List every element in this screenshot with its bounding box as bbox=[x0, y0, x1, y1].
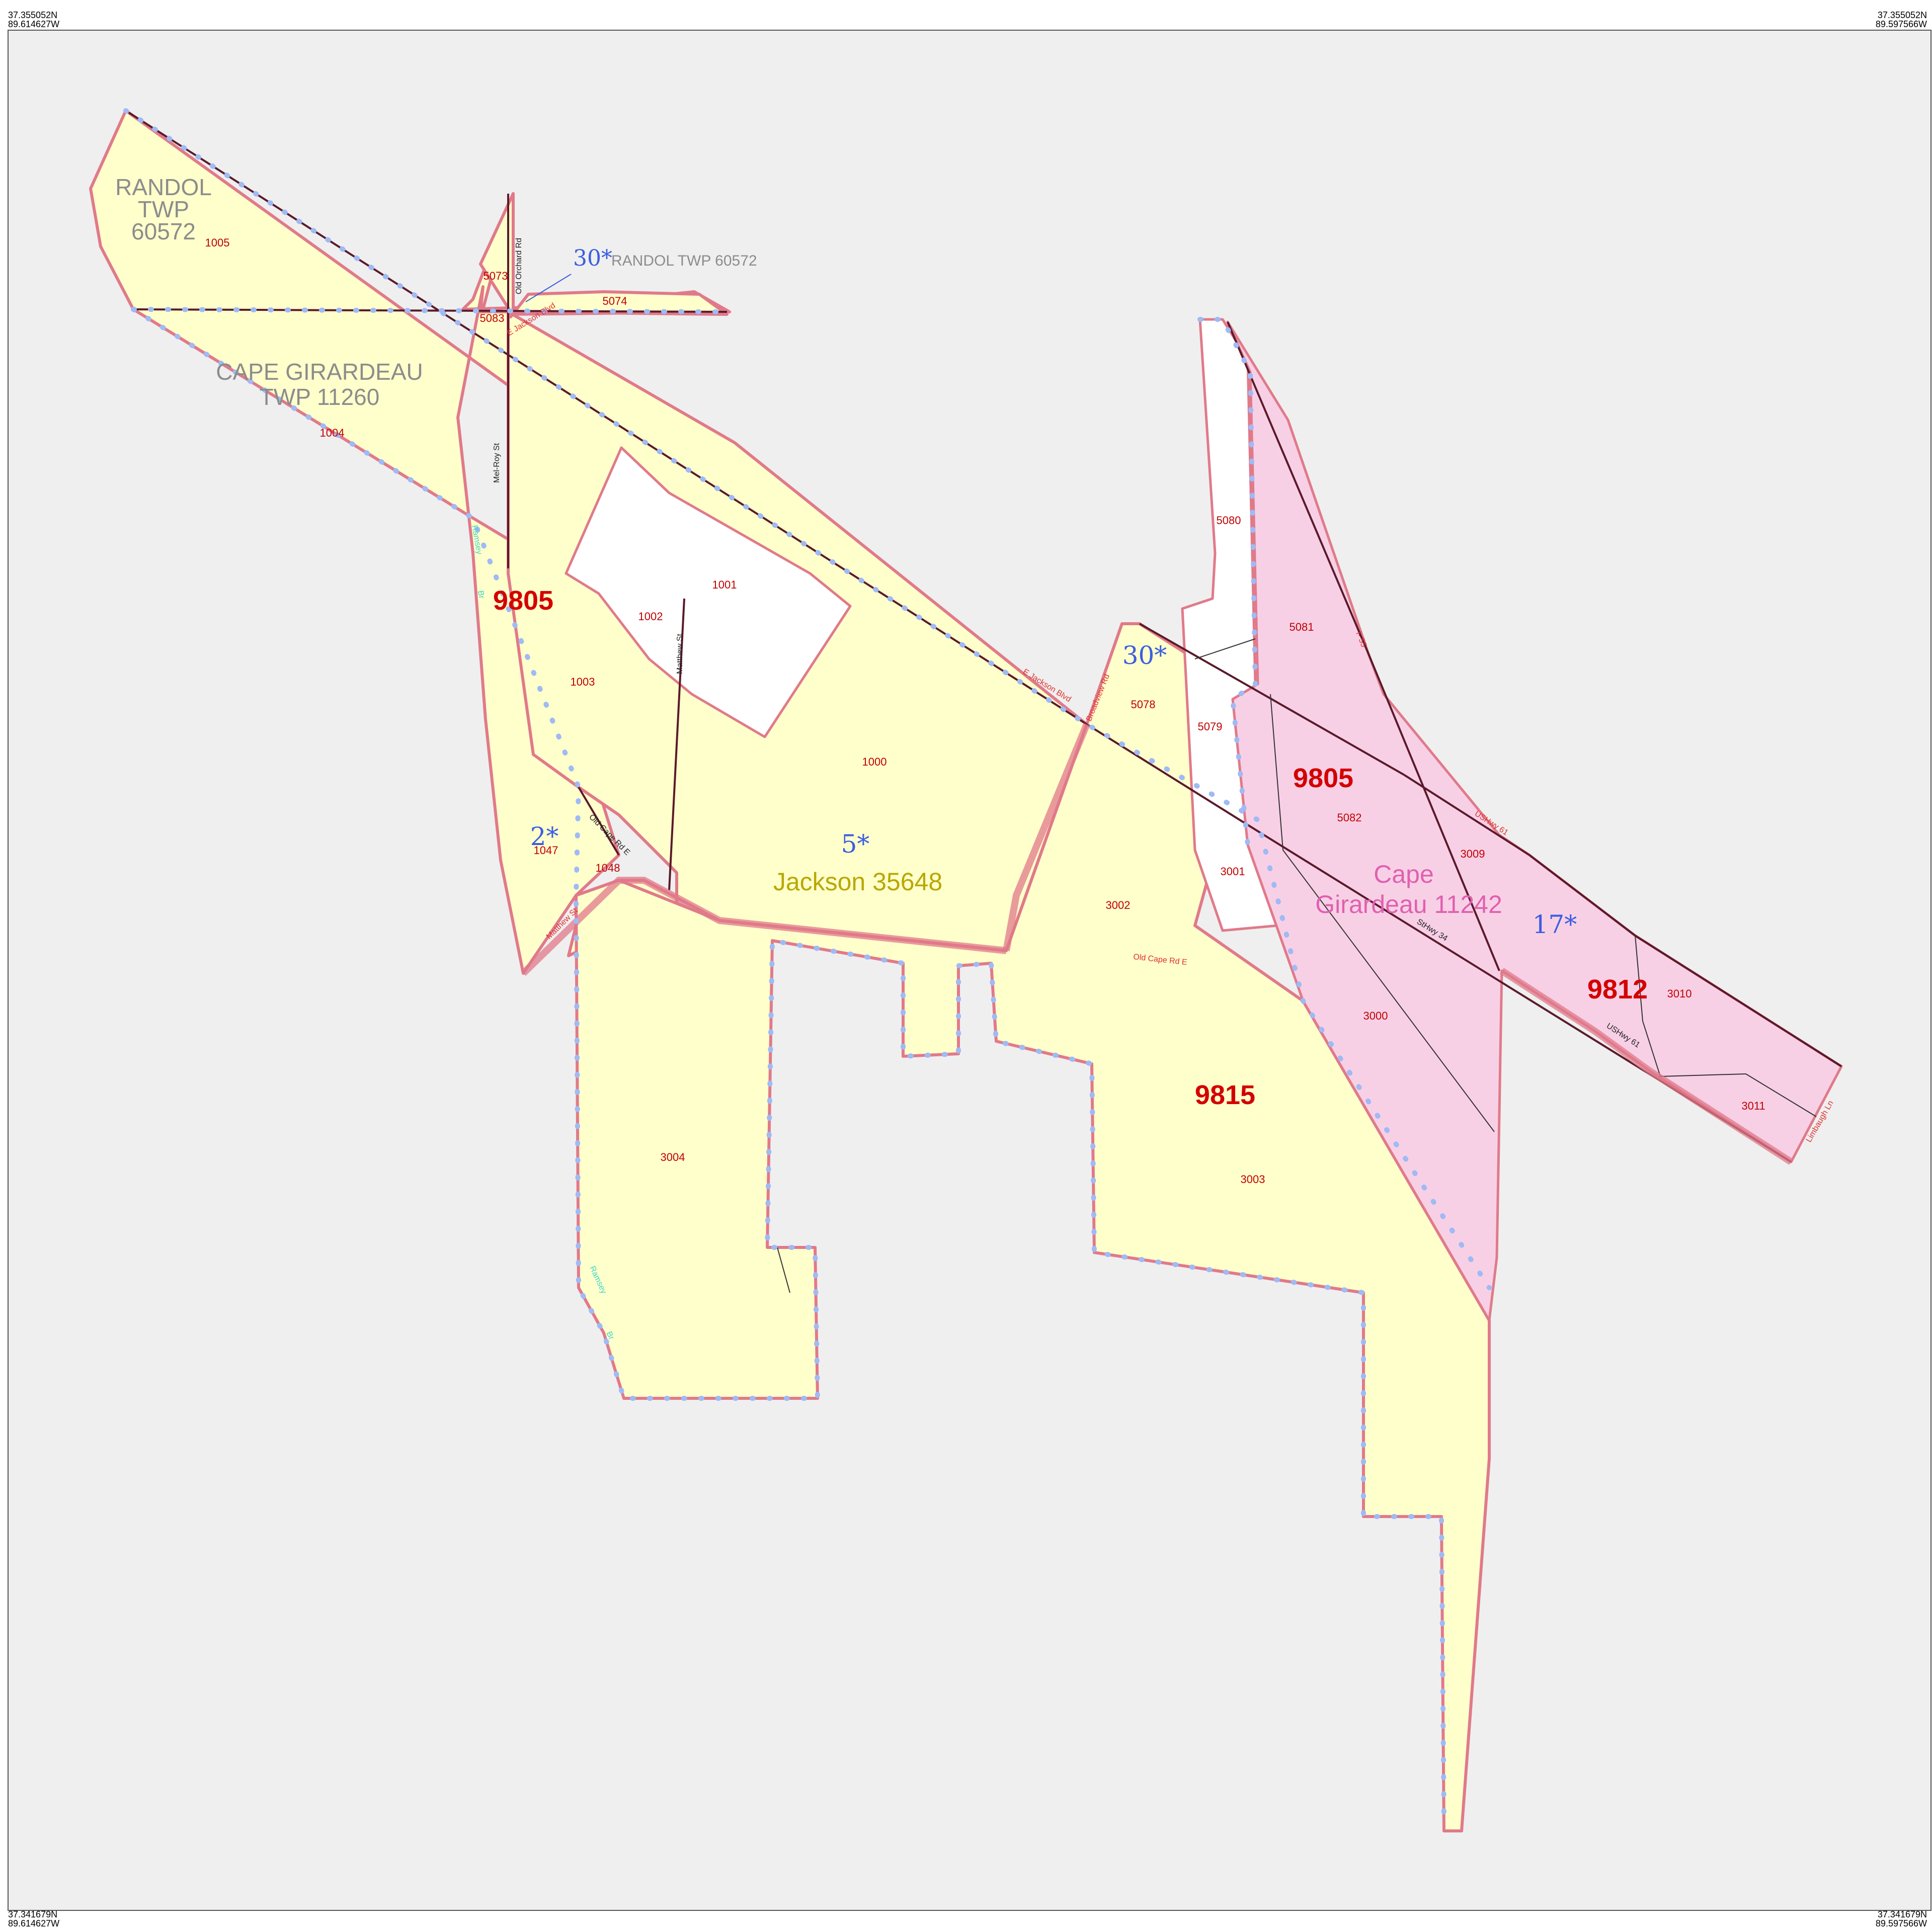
tract-label-9805-west: 9805 bbox=[493, 585, 553, 616]
creek-label: Br bbox=[476, 590, 486, 600]
block-label: 5079 bbox=[1198, 720, 1223, 733]
star-label-17: 17* bbox=[1533, 910, 1577, 939]
road-label-matthew-north: Matthew St bbox=[676, 633, 684, 674]
block-label: 3010 bbox=[1667, 987, 1692, 1000]
block-label: 5073 bbox=[484, 270, 508, 282]
cape-city-label-line2: Girardeau 11242 bbox=[1315, 890, 1502, 918]
block-labels: 1005 1004 5073 5074 5083 1001 1002 1003 … bbox=[205, 236, 1765, 1186]
randol-label-line2: TWP bbox=[138, 196, 189, 222]
area-labels: RANDOL TWP 60572 RANDOL TWP 60572 CAPE G… bbox=[115, 174, 1502, 918]
cape-twp-label-line1: CAPE GIRARDEAU bbox=[216, 359, 423, 385]
block-label: 5083 bbox=[480, 312, 505, 324]
corner-coordinates: 37.355052N 89.614627W 37.355052N 89.5975… bbox=[8, 10, 1927, 1928]
block-label: 5082 bbox=[1337, 811, 1362, 824]
corner-bottom-left-lon: 89.614627W bbox=[8, 1918, 59, 1928]
corner-top-right-lon: 89.597566W bbox=[1876, 19, 1927, 29]
cape-city-label-line1: Cape bbox=[1374, 860, 1434, 888]
block-label: 5074 bbox=[603, 295, 627, 307]
block-label: 1001 bbox=[712, 578, 737, 591]
block-label: 1004 bbox=[320, 427, 345, 439]
star-label-30-east: 30* bbox=[1122, 641, 1167, 670]
block-label: 5078 bbox=[1131, 698, 1156, 711]
randol-label-line3: 60572 bbox=[131, 218, 196, 244]
tract-band bbox=[521, 723, 1793, 1165]
corner-top-left-lat: 37.355052N bbox=[8, 10, 57, 20]
block-label: 3011 bbox=[1741, 1100, 1765, 1112]
corner-bottom-right-lat: 37.341679N bbox=[1878, 1909, 1927, 1919]
block-label: 3002 bbox=[1106, 899, 1131, 911]
block-label: 3009 bbox=[1461, 848, 1485, 860]
block-label: 1047 bbox=[534, 844, 558, 857]
block-label: 3000 bbox=[1363, 1010, 1388, 1022]
corner-top-left-lon: 89.614627W bbox=[8, 19, 59, 29]
corner-top-right-lat: 37.355052N bbox=[1878, 10, 1927, 20]
jackson-label: Jackson 35648 bbox=[773, 868, 942, 896]
tract-label-9812: 9812 bbox=[1587, 974, 1648, 1004]
tract-label-9815: 9815 bbox=[1195, 1080, 1255, 1110]
block-label: 1005 bbox=[205, 236, 230, 249]
place-boundary-dots bbox=[123, 108, 1492, 1823]
corner-bottom-right-lon: 89.597566W bbox=[1876, 1918, 1927, 1928]
corner-bottom-left-lat: 37.341679N bbox=[8, 1909, 57, 1919]
star-label-5: 5* bbox=[841, 829, 870, 859]
star-label-30-north: 30* bbox=[573, 245, 612, 271]
block-label: 3001 bbox=[1221, 865, 1245, 878]
road-label-mel-roy: Mel-Roy St bbox=[493, 443, 501, 483]
tract-label-9805-east: 9805 bbox=[1293, 763, 1353, 793]
block-label: 5080 bbox=[1217, 514, 1241, 527]
block-label: 3003 bbox=[1241, 1173, 1265, 1186]
block-label: 1003 bbox=[571, 676, 595, 688]
cape-twp-label-line2: TWP 11260 bbox=[260, 384, 380, 410]
creek-label: Br bbox=[604, 1330, 615, 1341]
block-label: 5081 bbox=[1290, 621, 1314, 633]
block-label: 1048 bbox=[596, 862, 620, 874]
tract-labels: 9805 9805 9815 9812 bbox=[493, 585, 1648, 1110]
internal-lines bbox=[777, 638, 1817, 1293]
road-label-old-orchard: Old Orchard Rd bbox=[515, 238, 523, 294]
randol-label-line1: RANDOL bbox=[115, 174, 212, 200]
block-label: 3004 bbox=[661, 1151, 685, 1163]
block-label: 1002 bbox=[638, 610, 663, 623]
block-label: 1000 bbox=[862, 756, 887, 768]
star-labels: 30* 30* 2* 5* 17* bbox=[525, 245, 1577, 939]
star-label-2: 2* bbox=[530, 822, 559, 851]
randol-inline-label: RANDOL TWP 60572 bbox=[611, 253, 757, 269]
